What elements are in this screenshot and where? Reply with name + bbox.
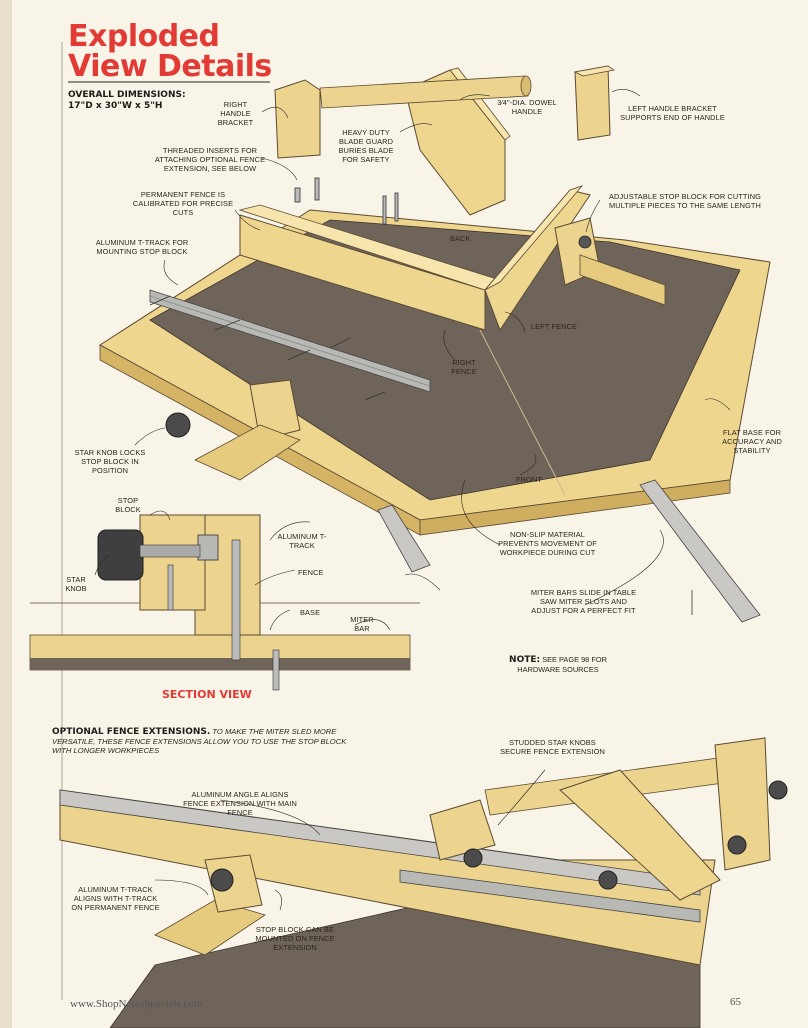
left-handle-bracket	[573, 65, 616, 141]
section-label-fence: FENCE	[298, 568, 324, 577]
right-handle-bracket	[274, 79, 321, 159]
label-blade-guard: HEAVY DUTY BLADE GUARD BURIES BLADE FOR …	[338, 128, 394, 164]
dowel-handle	[319, 75, 532, 109]
note-text: SEE PAGE 98 FOR HARDWARE SOURCES	[517, 655, 607, 674]
sled-base	[99, 209, 771, 536]
title-line-1: Exploded	[68, 19, 220, 54]
note-label: NOTE:	[509, 655, 541, 665]
label-flat-base: FLAT BASE FOR ACCURACY AND STABILITY	[722, 428, 782, 455]
label-t-track-aligns: ALUMINUM T-TRACK ALIGNS WITH T-TRACK ON …	[71, 885, 160, 912]
page-number: 65	[730, 996, 741, 1008]
right-fence	[149, 204, 501, 393]
section-view-drawing	[29, 514, 420, 691]
front-stop-block	[165, 379, 301, 481]
footer-url: www.ShopNotesSpecials.com	[70, 998, 203, 1010]
label-left-fence: LEFT FENCE	[530, 322, 578, 331]
overall-dimensions: OVERALL DIMENSIONS: 17"D x 30"W x 5"H	[68, 90, 186, 112]
title-line-2: View Details	[68, 49, 272, 84]
label-stop-block-mount: STOP BLOCK CAN BE MOUNTED ON FENCE EXTEN…	[255, 925, 335, 952]
screws	[149, 177, 693, 615]
label-studded-knobs: STUDDED STAR KNOBS SECURE FENCE EXTENSIO…	[500, 738, 605, 756]
optional-heading: OPTIONAL FENCE EXTENSIONS.	[52, 727, 211, 737]
section-label-miter-bar: MITER BAR	[350, 615, 374, 633]
kerf-line	[479, 329, 566, 496]
section-label-base: BASE	[300, 608, 321, 617]
label-permanent-fence: PERMANENT FENCE IS CALIBRATED FOR PRECIS…	[132, 190, 234, 217]
miter-bars	[377, 479, 761, 623]
label-threaded-inserts: THREADED INSERTS FOR ATTACHING OPTIONAL …	[154, 146, 266, 173]
page-title: Exploded View Details	[68, 22, 288, 82]
section-label-stop-block: STOP BLOCK	[115, 496, 141, 514]
optional-body: TO MAKE THE MITER SLED MORE VERSATILE, T…	[52, 727, 347, 755]
hardware-note: NOTE: SEE PAGE 98 FOR HARDWARE SOURCES	[488, 655, 628, 674]
label-aluminum-angle: ALUMINUM ANGLE ALIGNS FENCE EXTENSION WI…	[183, 790, 297, 817]
label-right-fence: RIGHT FENCE	[451, 358, 477, 376]
section-label-t-track: ALUMINUM T-TRACK	[277, 532, 327, 550]
label-left-handle-bracket: LEFT HANDLE BRACKET SUPPORTS END OF HAND…	[620, 104, 725, 122]
leader-lines	[94, 88, 731, 911]
optional-extensions-text: OPTIONAL FENCE EXTENSIONS. TO MAKE THE M…	[52, 727, 352, 755]
label-back: BACK	[450, 234, 471, 243]
label-dowel-handle: 3⁄4"-DIA. DOWEL HANDLE	[497, 98, 557, 116]
label-non-slip: NON-SLIP MATERIAL PREVENTS MOVEMENT OF W…	[498, 530, 597, 557]
section-t-track	[197, 534, 219, 561]
non-slip-mat	[149, 219, 741, 501]
label-star-knob-locks: STAR KNOB LOCKS STOP BLOCK IN POSITION	[74, 448, 146, 475]
label-right-handle-bracket: RIGHT HANDLE BRACKET	[217, 100, 254, 127]
section-view-title: SECTION VIEW	[162, 688, 252, 701]
dimensions-heading: OVERALL DIMENSIONS:	[68, 90, 186, 100]
star-knob	[165, 412, 191, 438]
label-t-track: ALUMINUM T-TRACK FOR MOUNTING STOP BLOCK	[95, 238, 189, 256]
label-miter-bars: MITER BARS SLIDE IN TABLE SAW MITER SLOT…	[530, 588, 637, 615]
section-label-star-knob: STAR KNOB	[65, 575, 87, 593]
dimensions-value: 17"D x 30"W x 5"H	[68, 101, 163, 111]
label-front: FRONT	[516, 475, 542, 484]
section-star-knob	[97, 529, 144, 581]
adjustable-stop-block	[554, 217, 666, 306]
label-adjustable-stop-block: ADJUSTABLE STOP BLOCK FOR CUTTING MULTIP…	[609, 192, 761, 210]
fence-extension-drawing	[59, 737, 788, 1028]
aluminum-angle	[59, 789, 701, 896]
